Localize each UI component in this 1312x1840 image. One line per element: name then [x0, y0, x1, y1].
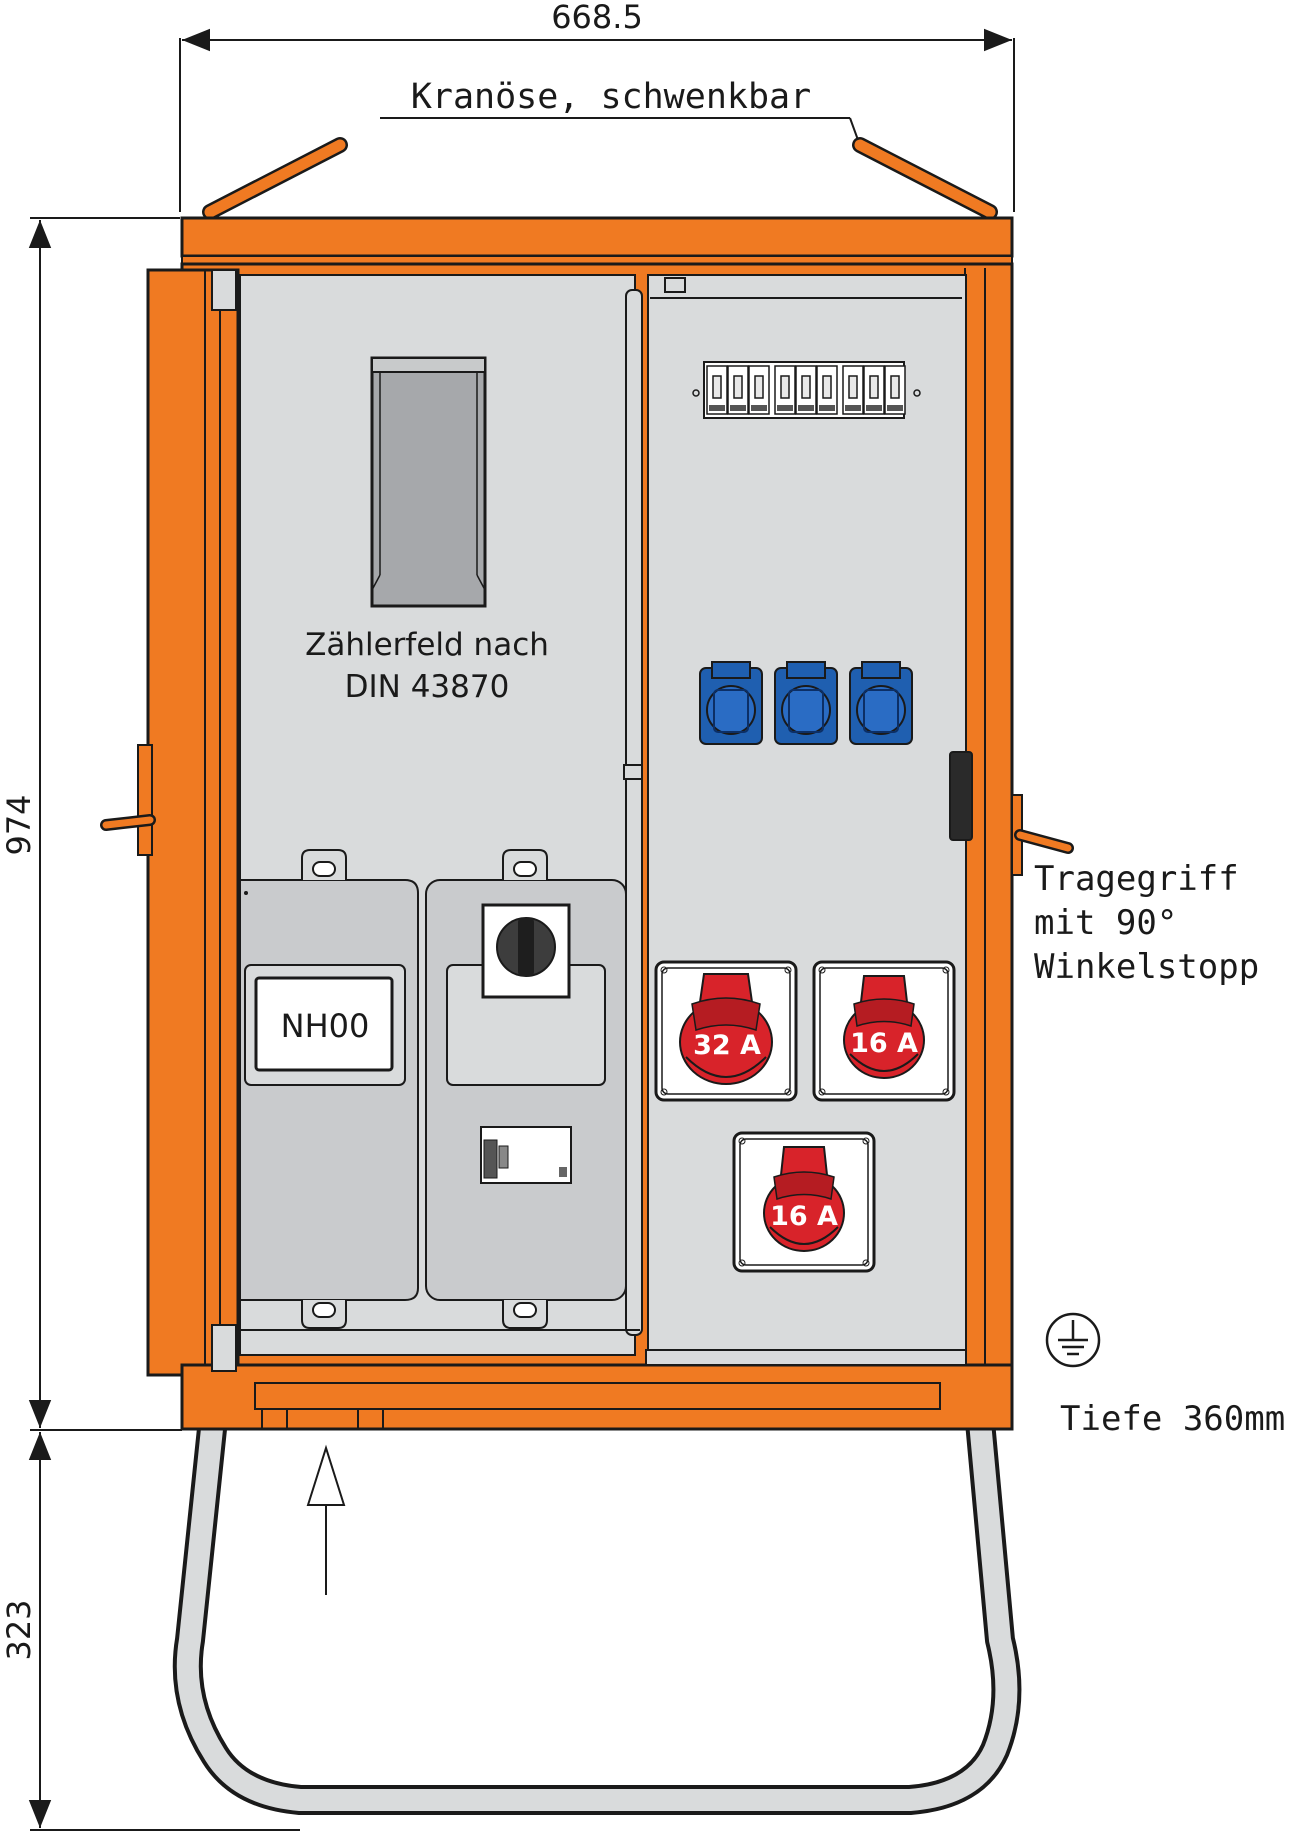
stand-frame [172, 1398, 1022, 1815]
depth-label: Tiefe 360mm [1060, 1399, 1285, 1439]
stand-height-dimension-label: 323 [0, 1599, 38, 1660]
earth-symbol [1045, 1312, 1101, 1368]
crane-eye-left [202, 137, 348, 220]
dimension-width [179, 28, 1015, 212]
handle-right [1011, 794, 1074, 876]
meter-field-window [370, 356, 487, 608]
main-switch-module [425, 849, 627, 1329]
fuse-module [239, 849, 419, 1329]
breaker-pole [727, 365, 749, 415]
cee-socket-3-label: 16 A [770, 1201, 838, 1232]
cee-socket-3 [732, 1131, 876, 1273]
breaker-pole [774, 365, 796, 415]
cee-socket-1 [654, 960, 798, 1102]
schuko-socket [774, 661, 838, 745]
breaker-pole [795, 365, 817, 415]
handle-label-line2: mit 90° [1034, 903, 1177, 943]
crane-eye-right [852, 137, 998, 220]
schuko-socket [699, 661, 763, 745]
crane-eye-label: Kranöse, schwenkbar [411, 77, 811, 117]
handle-label-line3: Winkelstopp [1034, 947, 1259, 987]
breaker-pole [816, 365, 838, 415]
breaker-pole [884, 365, 906, 415]
width-dimension-label: 668.5 [551, 0, 643, 36]
cee-socket-2 [812, 960, 956, 1102]
meter-field-label-line2: DIN 43870 [345, 669, 510, 705]
breaker-pole [748, 365, 770, 415]
cee-socket-1-label: 32 A [693, 1030, 761, 1061]
crane-eye-leader-tip [849, 117, 859, 141]
cee-socket-2-label: 16 A [850, 1028, 918, 1059]
breaker-pole [842, 365, 864, 415]
handle-left [100, 744, 156, 856]
cable-entry-arrow [306, 1444, 346, 1595]
meter-field-label-line1: Zählerfeld nach [305, 627, 549, 663]
breaker-pole [706, 365, 728, 415]
circuit-breakers [692, 361, 921, 419]
fuse-module-label: NH00 [281, 1007, 370, 1045]
handle-label-line1: Tragegriff [1034, 859, 1239, 899]
schuko-socket [849, 661, 913, 745]
height-dimension-label: 974 [0, 794, 38, 855]
schuko-sockets [699, 661, 913, 745]
breaker-pole [863, 365, 885, 415]
dimension-height [28, 217, 182, 1431]
dimension-stand-height [28, 1432, 300, 1831]
